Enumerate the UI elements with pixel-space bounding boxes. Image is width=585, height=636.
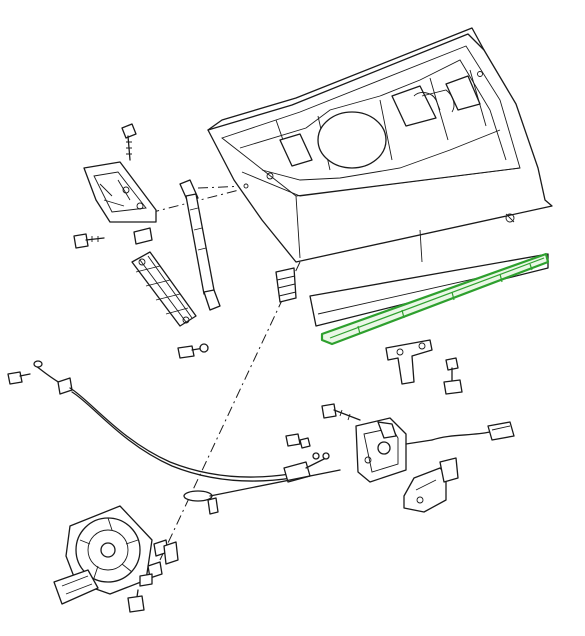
lift-mechanism[interactable] xyxy=(131,251,197,327)
actuator-motor[interactable] xyxy=(53,505,153,605)
lower-trim-panel[interactable] xyxy=(309,253,549,327)
tailgate-bolt-hole xyxy=(505,213,515,223)
highlighted-seal-strip[interactable] xyxy=(320,252,550,346)
striker-bracket[interactable] xyxy=(385,339,433,385)
release-cable[interactable] xyxy=(33,360,330,483)
clip[interactable] xyxy=(133,227,153,245)
tailgate-panel[interactable] xyxy=(207,27,553,263)
switch-bracket[interactable] xyxy=(403,457,459,513)
tailgate-center-opening xyxy=(317,111,387,169)
latch-connector-cable[interactable] xyxy=(431,421,515,441)
hinge-bracket[interactable] xyxy=(83,161,157,223)
strut-screw[interactable] xyxy=(177,343,209,359)
hinge-bolt[interactable] xyxy=(121,123,137,161)
rubber-buffer[interactable] xyxy=(275,267,297,303)
striker-bolt[interactable] xyxy=(443,357,463,395)
tailgate-latch[interactable] xyxy=(355,417,433,483)
tailgate-left-opening xyxy=(279,133,313,167)
tailgate-right-opening xyxy=(391,85,437,127)
motor-fasteners[interactable] xyxy=(127,539,179,613)
bracket-bolt[interactable] xyxy=(73,233,105,249)
cable-clips[interactable] xyxy=(285,433,311,449)
small-screw-left[interactable] xyxy=(7,371,31,385)
latch-bolt[interactable] xyxy=(321,403,361,421)
gas-strut[interactable] xyxy=(179,179,221,311)
loop-cable[interactable] xyxy=(183,469,341,515)
actuator-connector xyxy=(53,569,99,605)
